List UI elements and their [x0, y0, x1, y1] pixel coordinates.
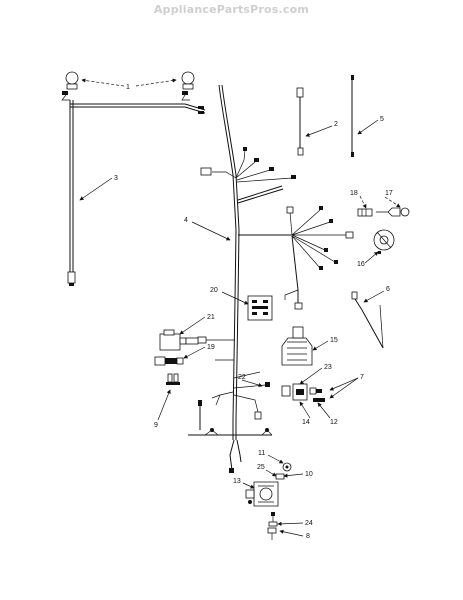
callout-17: 17 [385, 190, 393, 197]
battery-cable [351, 291, 384, 349]
callout-3: 3 [114, 175, 118, 182]
headlight-bulb-right-icon [181, 71, 195, 85]
terminals [166, 373, 180, 385]
callout-11: 11 [258, 450, 265, 457]
callout-18: 18 [350, 190, 358, 197]
regulator-icon [281, 337, 313, 366]
callout-23: 23 [324, 364, 332, 371]
callout-9: 9 [154, 422, 158, 429]
watermark: AppliancePartsPros.com [153, 3, 310, 16]
callout-25: 25 [257, 464, 265, 471]
ignition-switch [373, 229, 395, 254]
solenoid [159, 329, 199, 351]
main-wire-harness [188, 84, 354, 473]
fuse-holder [154, 356, 184, 366]
callout-15: 15 [330, 337, 338, 344]
regulator [281, 326, 313, 366]
harness-plug-icon [67, 271, 76, 284]
starter-assembly [245, 462, 292, 540]
callout-4: 4 [184, 217, 188, 224]
callout-21: 21 [207, 314, 215, 321]
callout-10: 10 [305, 471, 313, 478]
headlight-harness [61, 71, 206, 286]
callout-22: 22 [238, 374, 246, 381]
key-icon [400, 207, 410, 217]
callout-5: 5 [380, 116, 384, 123]
callouts: 1 2 3 4 5 6 7 8 9 10 11 12 [79, 78, 401, 540]
callout-2: 2 [334, 121, 338, 128]
connectors [281, 383, 325, 402]
bolt-icon [267, 527, 277, 534]
solenoid-icon [159, 333, 181, 351]
callout-12: 12 [330, 419, 338, 426]
callout-20: 20 [210, 287, 218, 294]
callout-6: 6 [386, 286, 390, 293]
lead-wire [296, 87, 304, 156]
callout-14: 14 [302, 419, 310, 426]
callout-7: 7 [360, 374, 364, 381]
callout-16: 16 [357, 261, 365, 268]
callout-13: 13 [233, 478, 241, 485]
callout-8: 8 [306, 533, 310, 540]
wiring-decal [247, 295, 273, 321]
callout-19: 19 [207, 344, 215, 351]
ignition-key [357, 207, 410, 217]
callout-1: 1 [126, 84, 130, 91]
single-wire [351, 75, 354, 157]
headlight-bulb-left-icon [65, 71, 79, 85]
fuse-icon [154, 356, 166, 366]
callout-24: 24 [305, 520, 313, 527]
